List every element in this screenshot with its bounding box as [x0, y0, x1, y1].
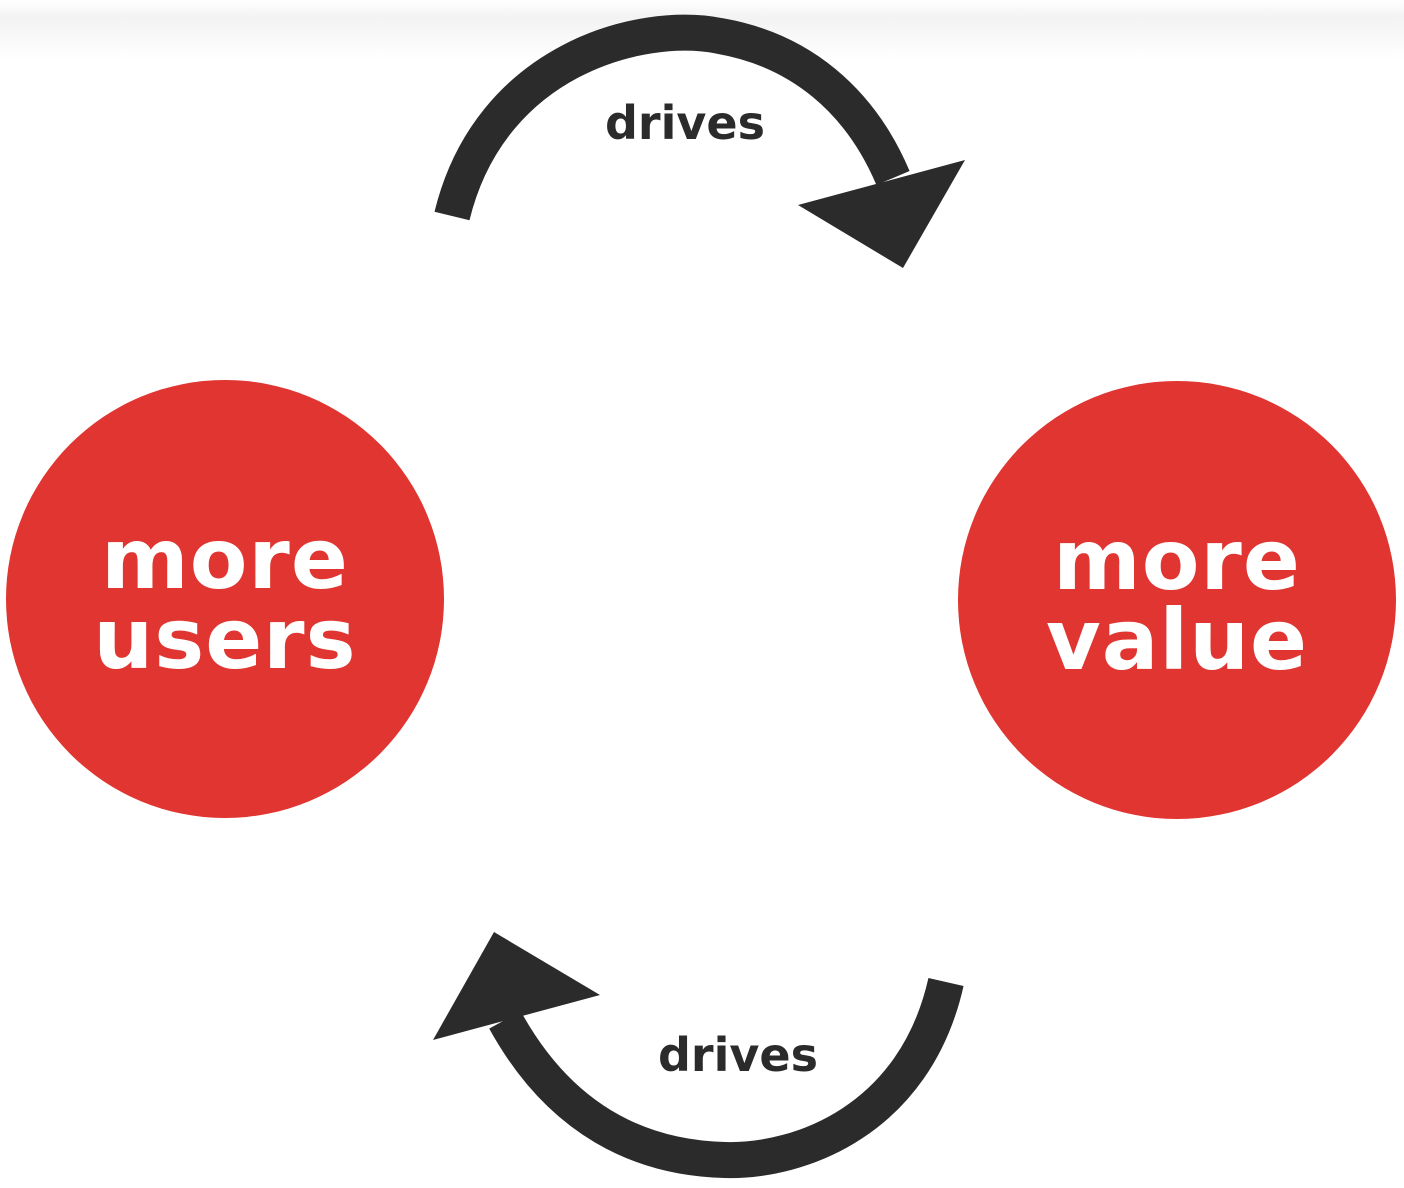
node-more-users-line1: more [101, 510, 349, 608]
node-more-users: more users [6, 380, 444, 818]
bottom-arrow-arc [489, 977, 964, 1179]
node-more-value-line2: value [1045, 591, 1308, 689]
bottom-arrow-head [433, 932, 600, 1040]
node-more-users-line2: users [93, 590, 357, 688]
edge-label-bottom: drives [658, 1028, 818, 1082]
node-more-value-line1: more [1053, 511, 1301, 609]
edge-label-top: drives [605, 96, 765, 150]
top-arrow-head [798, 160, 965, 268]
top-arrow-arc [434, 14, 910, 221]
node-more-value: more value [958, 381, 1396, 819]
